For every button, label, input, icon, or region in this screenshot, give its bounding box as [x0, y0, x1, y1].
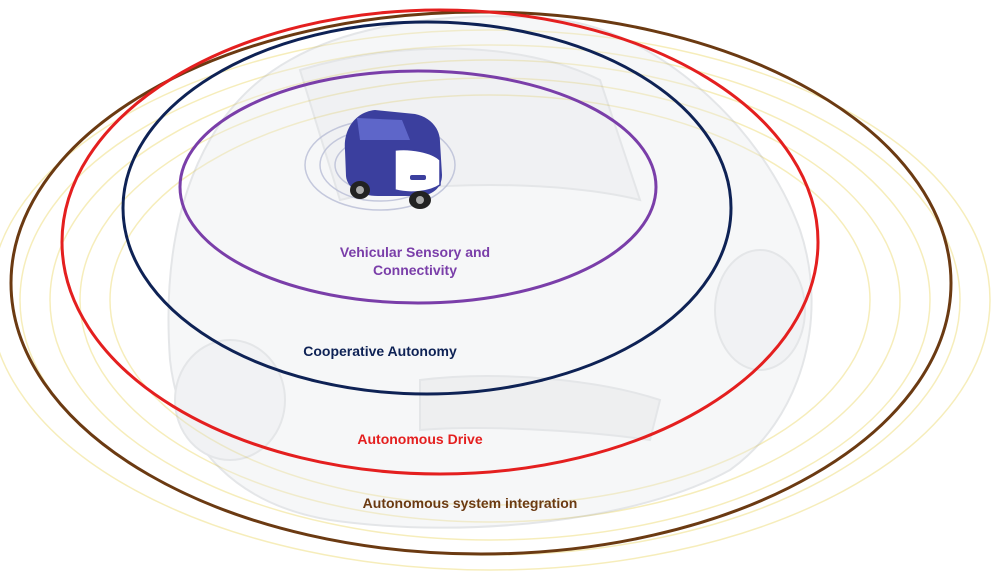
car-icon	[344, 110, 442, 209]
label-vehicular-sensory: Vehicular Sensory and Connectivity	[339, 244, 491, 278]
ring-autonomous-drive	[60, 8, 820, 476]
label-autonomous-drive: Autonomous Drive	[357, 431, 483, 447]
ring-vehicular-sensory	[178, 69, 658, 305]
label-cooperative-autonomy: Cooperative Autonomy	[303, 343, 457, 359]
label-autonomous-system-integration: Autonomous system integration	[362, 495, 578, 511]
ring-cooperative-autonomy	[121, 20, 733, 396]
